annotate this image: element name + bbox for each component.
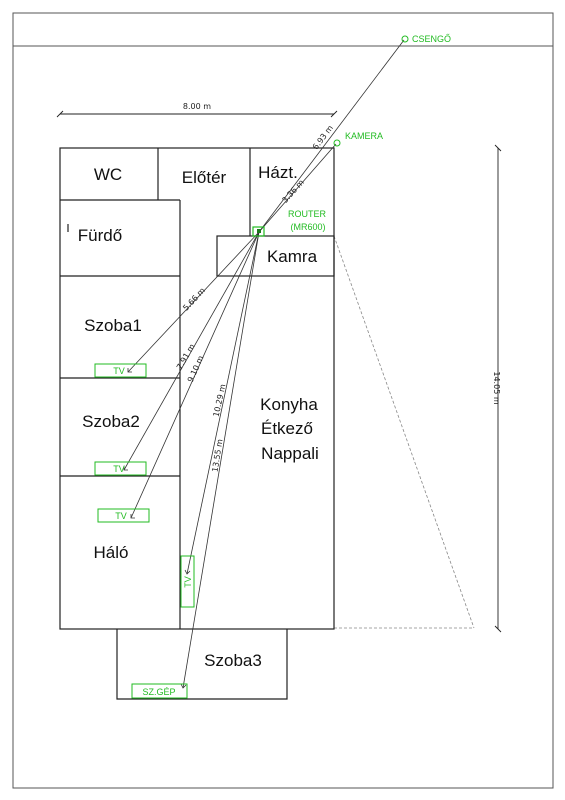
room-label-wc: WC <box>94 165 122 184</box>
height-dimension-tick-top <box>494 144 502 152</box>
distance-label-szgep: 13.55 m <box>210 438 224 472</box>
width-dimension-label: 8.00 m <box>183 102 211 111</box>
device-tv-halo: TV <box>97 508 150 523</box>
connection-line-csengo <box>258 39 405 233</box>
room-label-konyha: Konyha <box>260 395 318 414</box>
connection-line-tv-szoba2 <box>123 231 260 471</box>
device-tv-nappali: TV <box>180 555 195 608</box>
device-router: ROUTER (MR600) <box>252 209 327 237</box>
tv-szoba1-label: TV <box>113 366 125 376</box>
arrowhead-szgep <box>180 683 187 689</box>
csengo-label: CSENGŐ <box>412 34 451 44</box>
arrowhead-tv-halo <box>130 514 135 519</box>
width-dimension <box>56 110 338 118</box>
szoba3-outline <box>116 629 288 700</box>
device-kamera: KAMERA <box>333 131 383 147</box>
room-label-halo: Háló <box>94 543 129 562</box>
connection-line-tv-halo <box>130 231 260 519</box>
tv-szoba1-icon <box>94 363 147 378</box>
router-icon <box>252 226 265 237</box>
szgep-label: SZ.GÉP <box>142 687 175 697</box>
kamera-label: KAMERA <box>345 131 383 141</box>
connection-line-tv-szoba1 <box>127 231 260 373</box>
device-csengo: CSENGŐ <box>401 34 451 44</box>
arrowhead-tv-szoba2 <box>123 466 128 471</box>
device-tv-szoba1: TV <box>94 363 147 378</box>
kamra-outline <box>216 235 335 277</box>
room-label-kamra: Kamra <box>267 247 318 266</box>
tv-szoba2-icon <box>94 461 147 476</box>
tv-nappali-icon <box>180 555 195 608</box>
tv-halo-label: TV <box>115 511 127 521</box>
walls <box>59 147 335 700</box>
room-label-etkezo: Étkező <box>261 419 313 438</box>
connection-line-kamera <box>258 143 337 233</box>
router-inner-icon <box>257 229 261 233</box>
tv-halo-icon <box>97 508 150 523</box>
connection-line-tv-nappali <box>186 231 260 575</box>
room-label-furdo: Fürdő <box>78 226 122 245</box>
szgep-icon <box>131 683 188 699</box>
height-dimension <box>494 144 502 633</box>
router-model-label: (MR600) <box>290 222 325 232</box>
projection-line-top <box>333 235 475 629</box>
room-label-nappali: Nappali <box>261 444 319 463</box>
csengo-icon <box>401 35 409 43</box>
room-label-hazt: Házt. <box>258 163 298 182</box>
distance-label-tv-szoba1: 5.66 m <box>181 286 207 313</box>
kamera-icon <box>333 139 341 147</box>
room-label-eloter: Előtér <box>182 168 227 187</box>
device-szgep: SZ.GÉP <box>131 683 188 699</box>
arrowheads <box>123 368 191 689</box>
height-dimension-tick-bottom <box>494 625 502 633</box>
room-label-szoba2: Szoba2 <box>82 412 140 431</box>
tv-szoba2-label: TV <box>113 464 125 474</box>
arrowhead-tv-nappali <box>184 569 191 575</box>
connection-line-szgep <box>182 231 260 689</box>
width-dimension-tick-right <box>330 110 338 118</box>
page-border <box>12 12 554 789</box>
distance-label-tv-nappali: 10.29 m <box>212 383 228 418</box>
tv-nappali-label: TV <box>183 576 193 588</box>
arrowhead-tv-szoba1 <box>127 368 132 373</box>
height-dimension-label: 14.05 m <box>492 371 501 404</box>
room-label-szoba3: Szoba3 <box>204 651 262 670</box>
room-label-szoba1: Szoba1 <box>84 316 142 335</box>
width-dimension-tick-left <box>56 110 64 118</box>
connection-lines <box>123 39 405 689</box>
device-tv-szoba2: TV <box>94 461 147 476</box>
router-label: ROUTER <box>288 209 327 219</box>
house-outline <box>59 147 335 630</box>
